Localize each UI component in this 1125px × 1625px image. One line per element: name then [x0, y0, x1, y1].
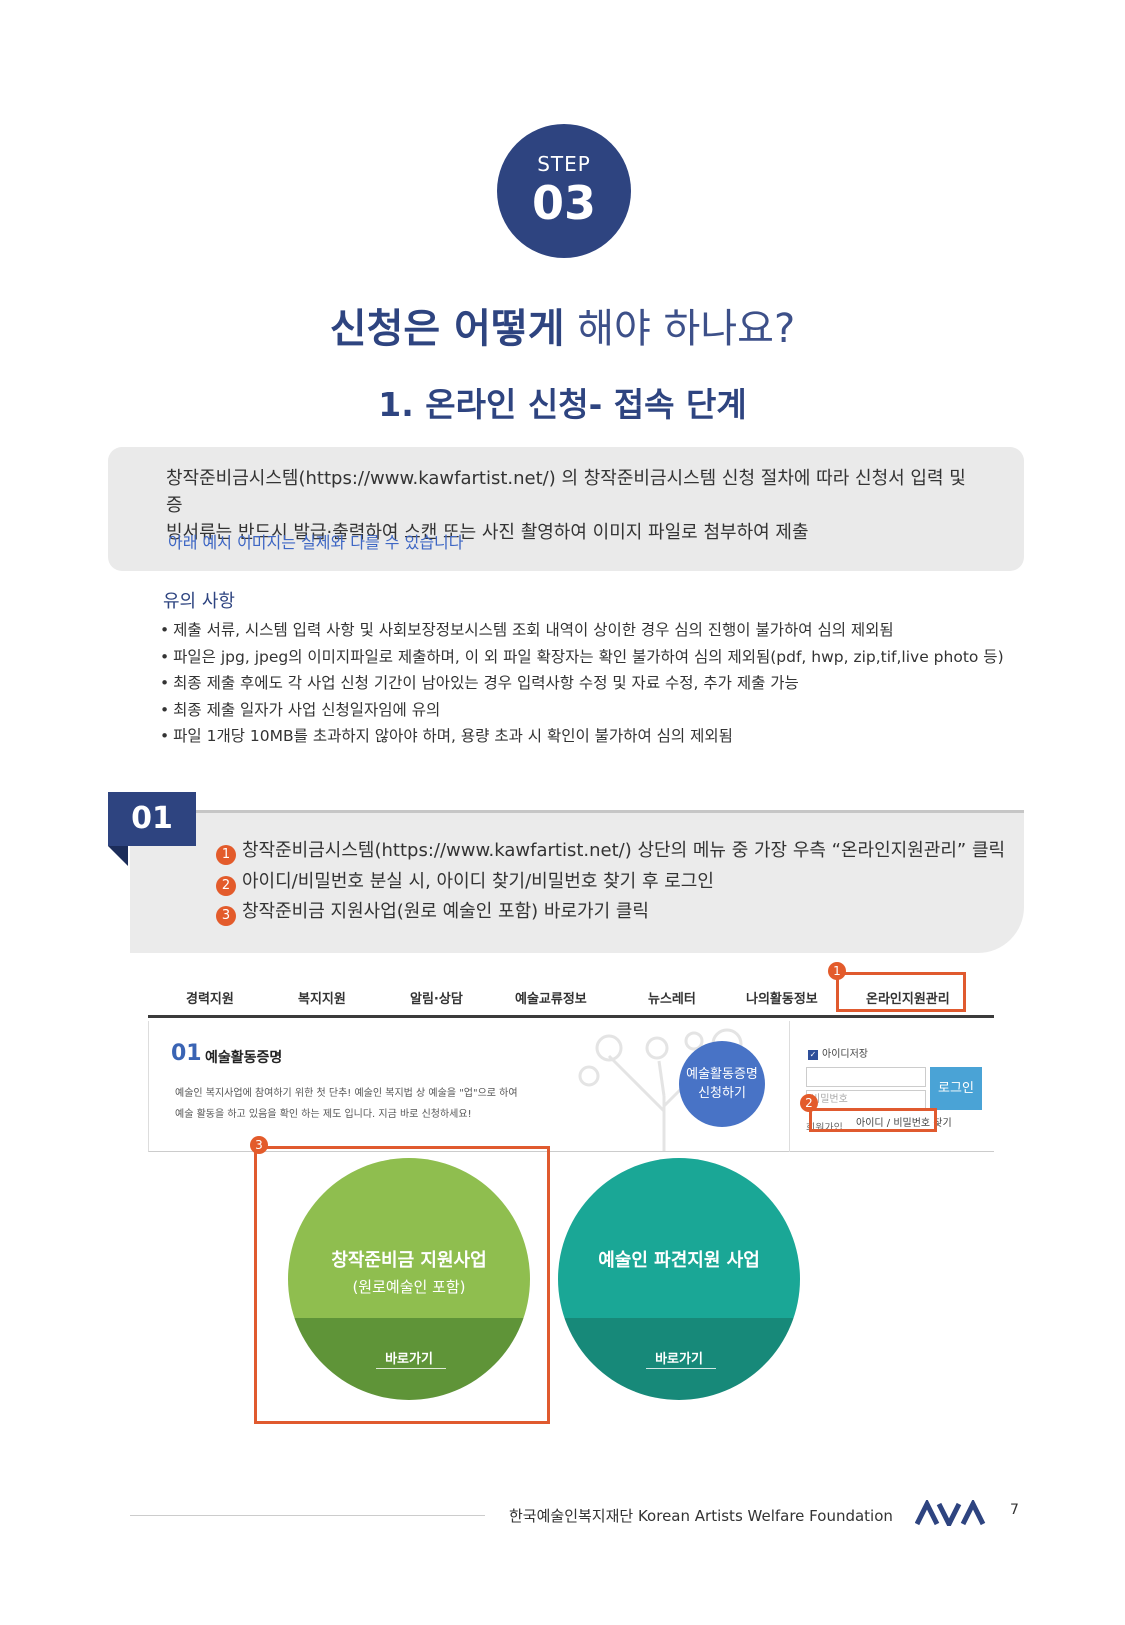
go-arrow-line [646, 1368, 716, 1369]
note-item: 파일은 jpg, jpeg의 이미지파일로 제출하며, 이 외 파일 확장자는 … [160, 644, 1003, 671]
step-item-text: 아이디/비밀번호 분실 시, 아이디 찾기/비밀번호 찾기 후 로그인 [242, 870, 714, 892]
number-badge: 3 [216, 906, 236, 926]
panel-desc-line-2: 예술 활동을 하고 있음을 확인 하는 제도 입니다. 지금 바로 신청하세요! [175, 1109, 472, 1120]
dispatch-go-button[interactable]: 바로가기 [655, 1352, 703, 1367]
note-item: 제출 서류, 시스템 입력 사항 및 사회보장정보시스템 조회 내역이 상이한 … [160, 617, 1004, 644]
highlight-badge-1: 1 [828, 962, 846, 980]
step-instructions-box [130, 810, 1024, 953]
page-title: 신청은 어떻게 해야 하나요? [0, 296, 1125, 354]
note-item: 최종 제출 후에도 각 사업 신청 기간이 남아있는 경우 입력사항 수정 및 … [160, 670, 1004, 697]
intro-line-2: 빙서류는 반드시 발급·출력하여 스캔 또는 사진 촬영하여 이미지 파일로 첨… [166, 522, 809, 543]
footer-org: 한국예술인복지재단 Korean Artists Welfare Foundat… [509, 1507, 893, 1525]
circle-bottom [558, 1318, 800, 1400]
step-item-text: 창작준비금시스템(https://www.kawfartist.net/) 상단… [242, 840, 1006, 861]
notes-list: 제출 서류, 시스템 입력 사항 및 사회보장정보시스템 조회 내역이 상이한 … [160, 617, 1004, 750]
check-icon: ✓ [808, 1050, 818, 1060]
footer-divider [130, 1515, 485, 1516]
login-area: ✓아이디저장 비밀번호 로그인 회원가입 아이디 / 비밀번호 찾기 [789, 1021, 995, 1152]
highlight-badge-3: 3 [250, 1136, 268, 1154]
menu-item-notice[interactable]: 알림·상담 [410, 992, 463, 1007]
page-number: 7 [1010, 1502, 1019, 1518]
highlight-online-support [836, 972, 966, 1012]
panel-desc-line-1: 예술인 복지사업에 참여하기 위한 첫 단추! 예술인 복지법 상 예술을 "업… [175, 1088, 518, 1099]
note-item: 최종 제출 일자가 사업 신청일자임에 유의 [160, 697, 1004, 724]
menu-item-newsletter[interactable]: 뉴스레터 [648, 992, 696, 1007]
save-id-label: 아이디저장 [822, 1049, 868, 1060]
intro-box: 창작준비금시스템(https://www.kawfartist.net/) 의 … [108, 447, 1024, 571]
highlight-badge-2: 2 [800, 1094, 818, 1112]
menu-item-online-support[interactable]: 온라인지원관리 [866, 992, 950, 1007]
menu-item-career[interactable]: 경력지원 [186, 992, 234, 1007]
website-screenshot: 경력지원 복지지원 알림·상담 예술교류정보 뉴스레터 나의활동정보 온라인지원… [148, 962, 994, 1446]
dispatch-support-title: 예술인 파견지원 사업 [598, 1250, 760, 1271]
activity-apply-line-1: 예술활동증명 [686, 1067, 758, 1082]
join-link[interactable]: 회원가입 [806, 1123, 843, 1134]
step-tab: 01 [108, 792, 196, 846]
step-item: 2 아이디/비밀번호 분실 시, 아이디 찾기/비밀번호 찾기 후 로그인 [216, 867, 1005, 898]
circle-top [558, 1158, 800, 1318]
creative-fund-go-button[interactable]: 바로가기 [385, 1352, 433, 1367]
intro-line-1: 창작준비금시스템(https://www.kawfartist.net/) 의 … [166, 468, 966, 516]
dispatch-support-circle[interactable]: 예술인 파견지원 사업 바로가기 [558, 1158, 800, 1400]
menu-item-my-activity[interactable]: 나의활동정보 [746, 992, 818, 1007]
page-title-light: 해야 하나요? [564, 306, 796, 352]
circle-top [288, 1158, 530, 1318]
save-id-checkbox[interactable]: ✓ 아이디저장 [808, 1045, 868, 1060]
activity-apply-line-2: 신청하기 [698, 1086, 746, 1101]
creative-fund-sub: (원로예술인 포함) [352, 1278, 466, 1296]
step-number: 03 [531, 176, 596, 230]
circle-bottom [288, 1318, 530, 1400]
menu-item-exchange[interactable]: 예술교류정보 [515, 992, 587, 1007]
creative-fund-title: 창작준비금 지원사업 [331, 1250, 487, 1271]
menu-item-welfare[interactable]: 복지지원 [298, 992, 346, 1007]
note-item: 파일 1개당 10MB를 초과하지 않아야 하며, 용량 초과 시 확인이 불가… [160, 723, 1004, 750]
step-item-text: 창작준비금 지원사업(원로 예술인 포함) 바로가기 클릭 [242, 901, 649, 922]
highlight-creative-fund [254, 1146, 550, 1424]
foundation-logo-icon [915, 1500, 986, 1526]
number-badge: 1 [216, 845, 236, 865]
password-input[interactable]: 비밀번호 [806, 1090, 926, 1110]
go-arrow-line [376, 1368, 446, 1369]
step-badge: STEP 03 [497, 124, 631, 258]
section-subtitle: 1. 온라인 신청- 접속 단계 [378, 385, 747, 424]
highlight-find-account [809, 1108, 937, 1132]
page-title-strong: 신청은 어떻게 [329, 306, 565, 352]
id-input[interactable] [806, 1067, 926, 1087]
step-tab-fold [108, 846, 128, 866]
step-item: 1 창작준비금시스템(https://www.kawfartist.net/) 상… [216, 836, 1005, 867]
panel-description: 예술인 복지사업에 참여하기 위한 첫 단추! 예술인 복지법 상 예술을 "업… [175, 1083, 535, 1125]
step-item: 3 창작준비금 지원사업(원로 예술인 포함) 바로가기 클릭 [216, 897, 1005, 928]
creative-fund-circle[interactable]: 창작준비금 지원사업 (원로예술인 포함) 바로가기 [288, 1158, 530, 1400]
intro-note: 아래 예시 이미지는 실제와 다를 수 있습니다 [168, 533, 464, 552]
step-label: STEP [537, 152, 591, 176]
notes-title: 유의 사항 [163, 591, 235, 612]
step-items: 1 창작준비금시스템(https://www.kawfartist.net/) 상… [216, 836, 1005, 928]
activity-apply-button[interactable]: 예술활동증명 신청하기 [679, 1041, 765, 1127]
intro-text: 창작준비금시스템(https://www.kawfartist.net/) 의 … [166, 465, 986, 546]
activity-panel: 01 예술활동증명 예술인 복지사업에 참여하기 위한 첫 단추! 예술인 복지… [148, 1021, 994, 1152]
login-button[interactable]: 로그인 [930, 1067, 982, 1110]
site-menu-bar: 경력지원 복지지원 알림·상담 예술교류정보 뉴스레터 나의활동정보 온라인지원… [148, 976, 994, 1018]
number-badge: 2 [216, 875, 236, 896]
panel-number: 01 [171, 1041, 202, 1066]
panel-title: 예술활동증명 [205, 1050, 283, 1066]
